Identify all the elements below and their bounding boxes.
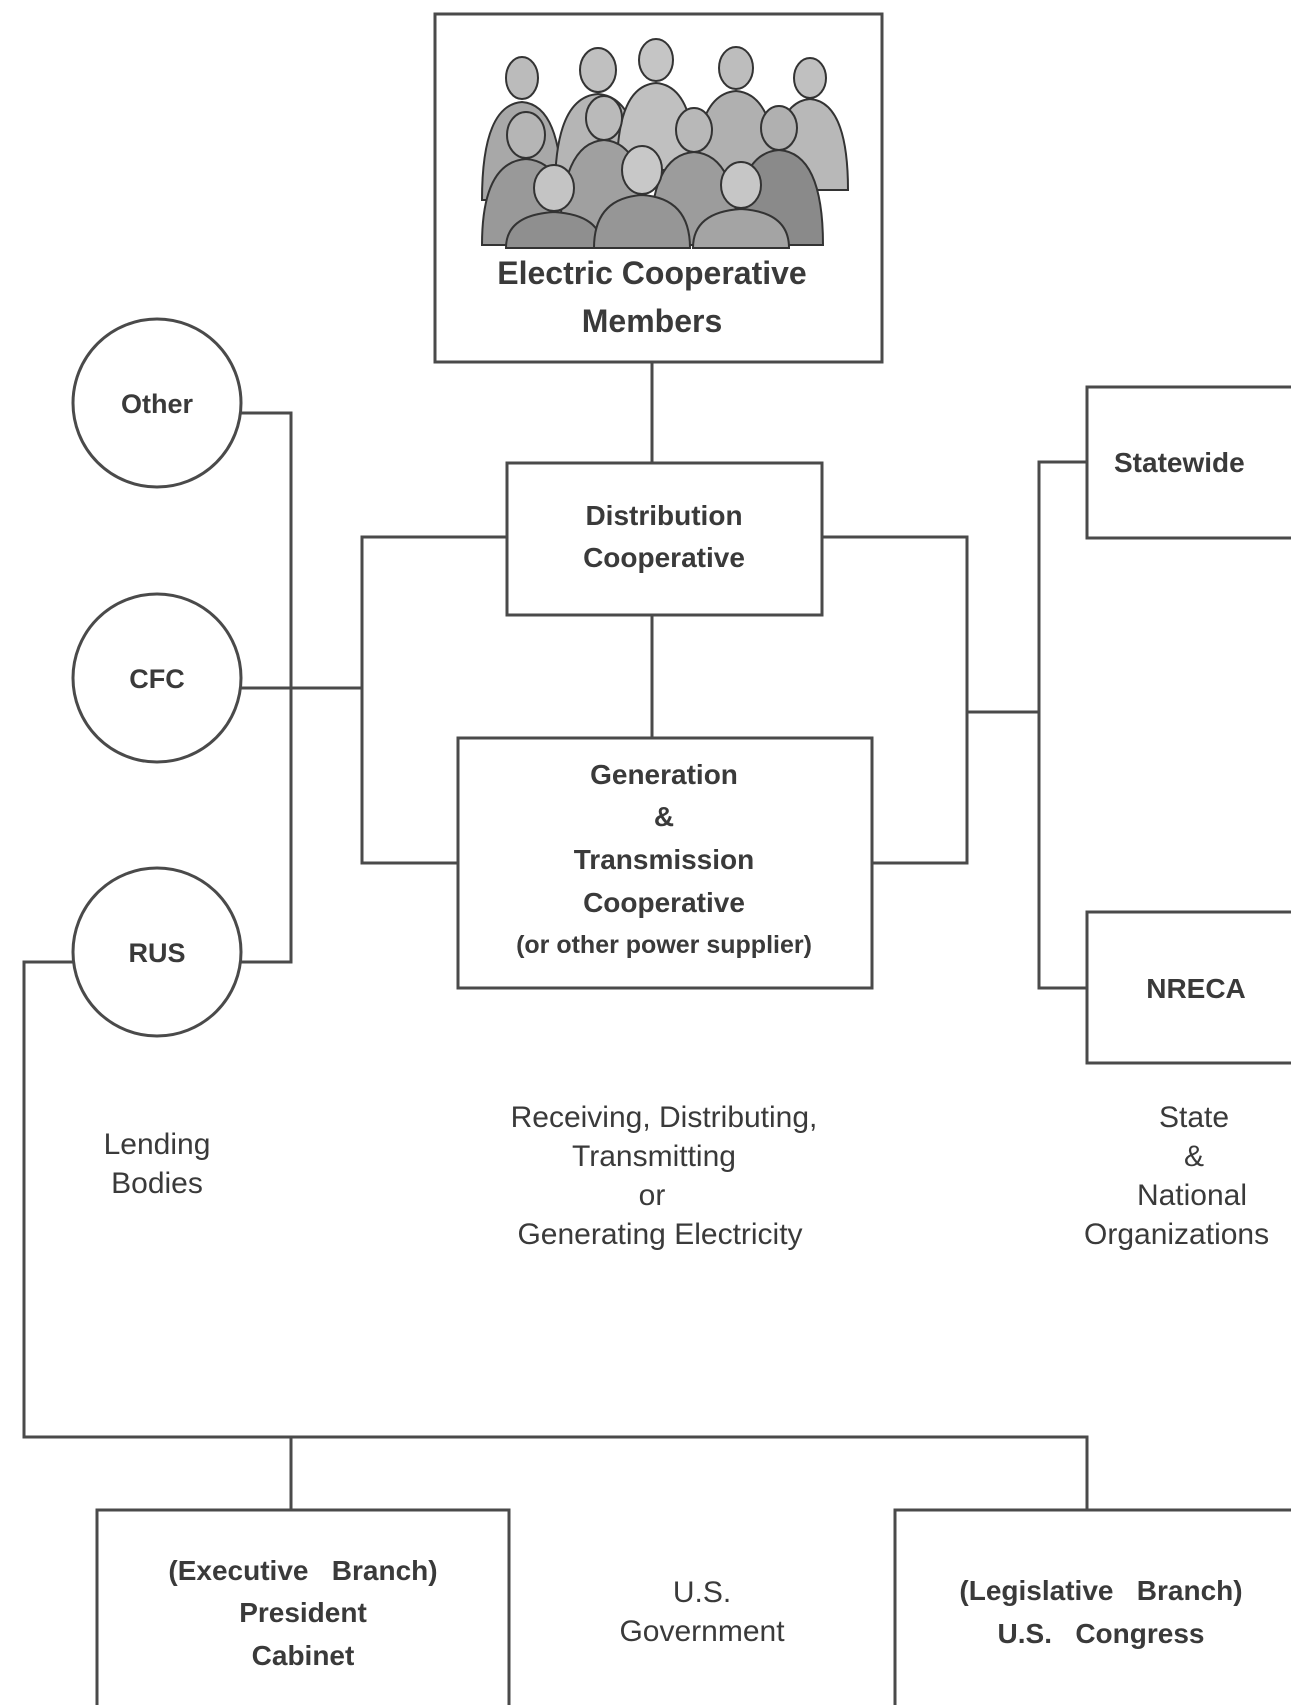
generation-label-line3: Transmission xyxy=(574,844,755,875)
activity-caption-line4: Generating Electricity xyxy=(517,1218,802,1251)
lending-caption-line1: Lending xyxy=(104,1128,211,1161)
state-caption-line4: Organizations xyxy=(1084,1218,1269,1251)
generation-label-line5: (or other power supplier) xyxy=(516,931,812,959)
nreca-box: NRECA xyxy=(1085,910,1291,1065)
lender-circle-other: Other xyxy=(71,317,243,489)
government-caption-line2: Government xyxy=(619,1615,785,1648)
executive-label-line2: President xyxy=(239,1597,367,1628)
distribution-label-line1: Distribution xyxy=(585,500,742,531)
activity-caption-line1: Receiving, Distributing, xyxy=(511,1101,818,1134)
generation-transmission-box: Generation & Transmission Cooperative (o… xyxy=(456,736,874,990)
nreca-label: NRECA xyxy=(1146,973,1246,1004)
state-caption-line1: State xyxy=(1159,1101,1229,1134)
lender-rus-label: RUS xyxy=(128,938,185,968)
legislative-label-line2: U.S. Congress xyxy=(998,1618,1205,1649)
us-government-caption: U.S. Government xyxy=(619,1576,785,1648)
state-national-caption: State & National Organizations xyxy=(1084,1101,1269,1251)
state-caption-line3: National xyxy=(1137,1179,1247,1212)
government-caption-line1: U.S. xyxy=(673,1576,731,1609)
members-title-line2: Members xyxy=(582,303,723,339)
generation-label-line2: & xyxy=(654,801,674,832)
lending-bodies-caption: Lending Bodies xyxy=(104,1128,211,1200)
lender-circle-rus: RUS xyxy=(71,866,243,1038)
state-caption-line2: & xyxy=(1184,1140,1204,1173)
activity-caption: Receiving, Distributing, Transmitting or… xyxy=(511,1101,818,1251)
generation-label-line4: Cooperative xyxy=(583,887,745,918)
lender-cfc-label: CFC xyxy=(129,664,185,694)
legislative-label-line1: (Legislative Branch) xyxy=(959,1575,1242,1606)
members-box: Electric Cooperative Members xyxy=(433,12,884,364)
statewide-box: Statewide xyxy=(1085,385,1291,540)
generation-label-line1: Generation xyxy=(590,759,738,790)
lender-circle-cfc: CFC xyxy=(71,592,243,764)
activity-caption-line2: Transmitting xyxy=(572,1140,736,1173)
connector-lines xyxy=(22,362,1089,1510)
members-title-line1: Electric Cooperative xyxy=(497,255,806,291)
activity-caption-line3: or xyxy=(639,1179,666,1212)
legislative-branch-box: (Legislative Branch) U.S. Congress xyxy=(893,1508,1291,1705)
executive-label-line3: Cabinet xyxy=(252,1640,355,1671)
distribution-cooperative-box: Distribution Cooperative xyxy=(505,461,824,617)
people-group-icon xyxy=(480,38,850,249)
lending-caption-line2: Bodies xyxy=(111,1167,203,1200)
statewide-label: Statewide xyxy=(1114,447,1245,478)
executive-branch-box: (Executive Branch) President Cabinet xyxy=(95,1508,511,1705)
distribution-label-line2: Cooperative xyxy=(583,542,745,573)
executive-label-line1: (Executive Branch) xyxy=(168,1555,437,1586)
lender-other-label: Other xyxy=(121,389,194,419)
